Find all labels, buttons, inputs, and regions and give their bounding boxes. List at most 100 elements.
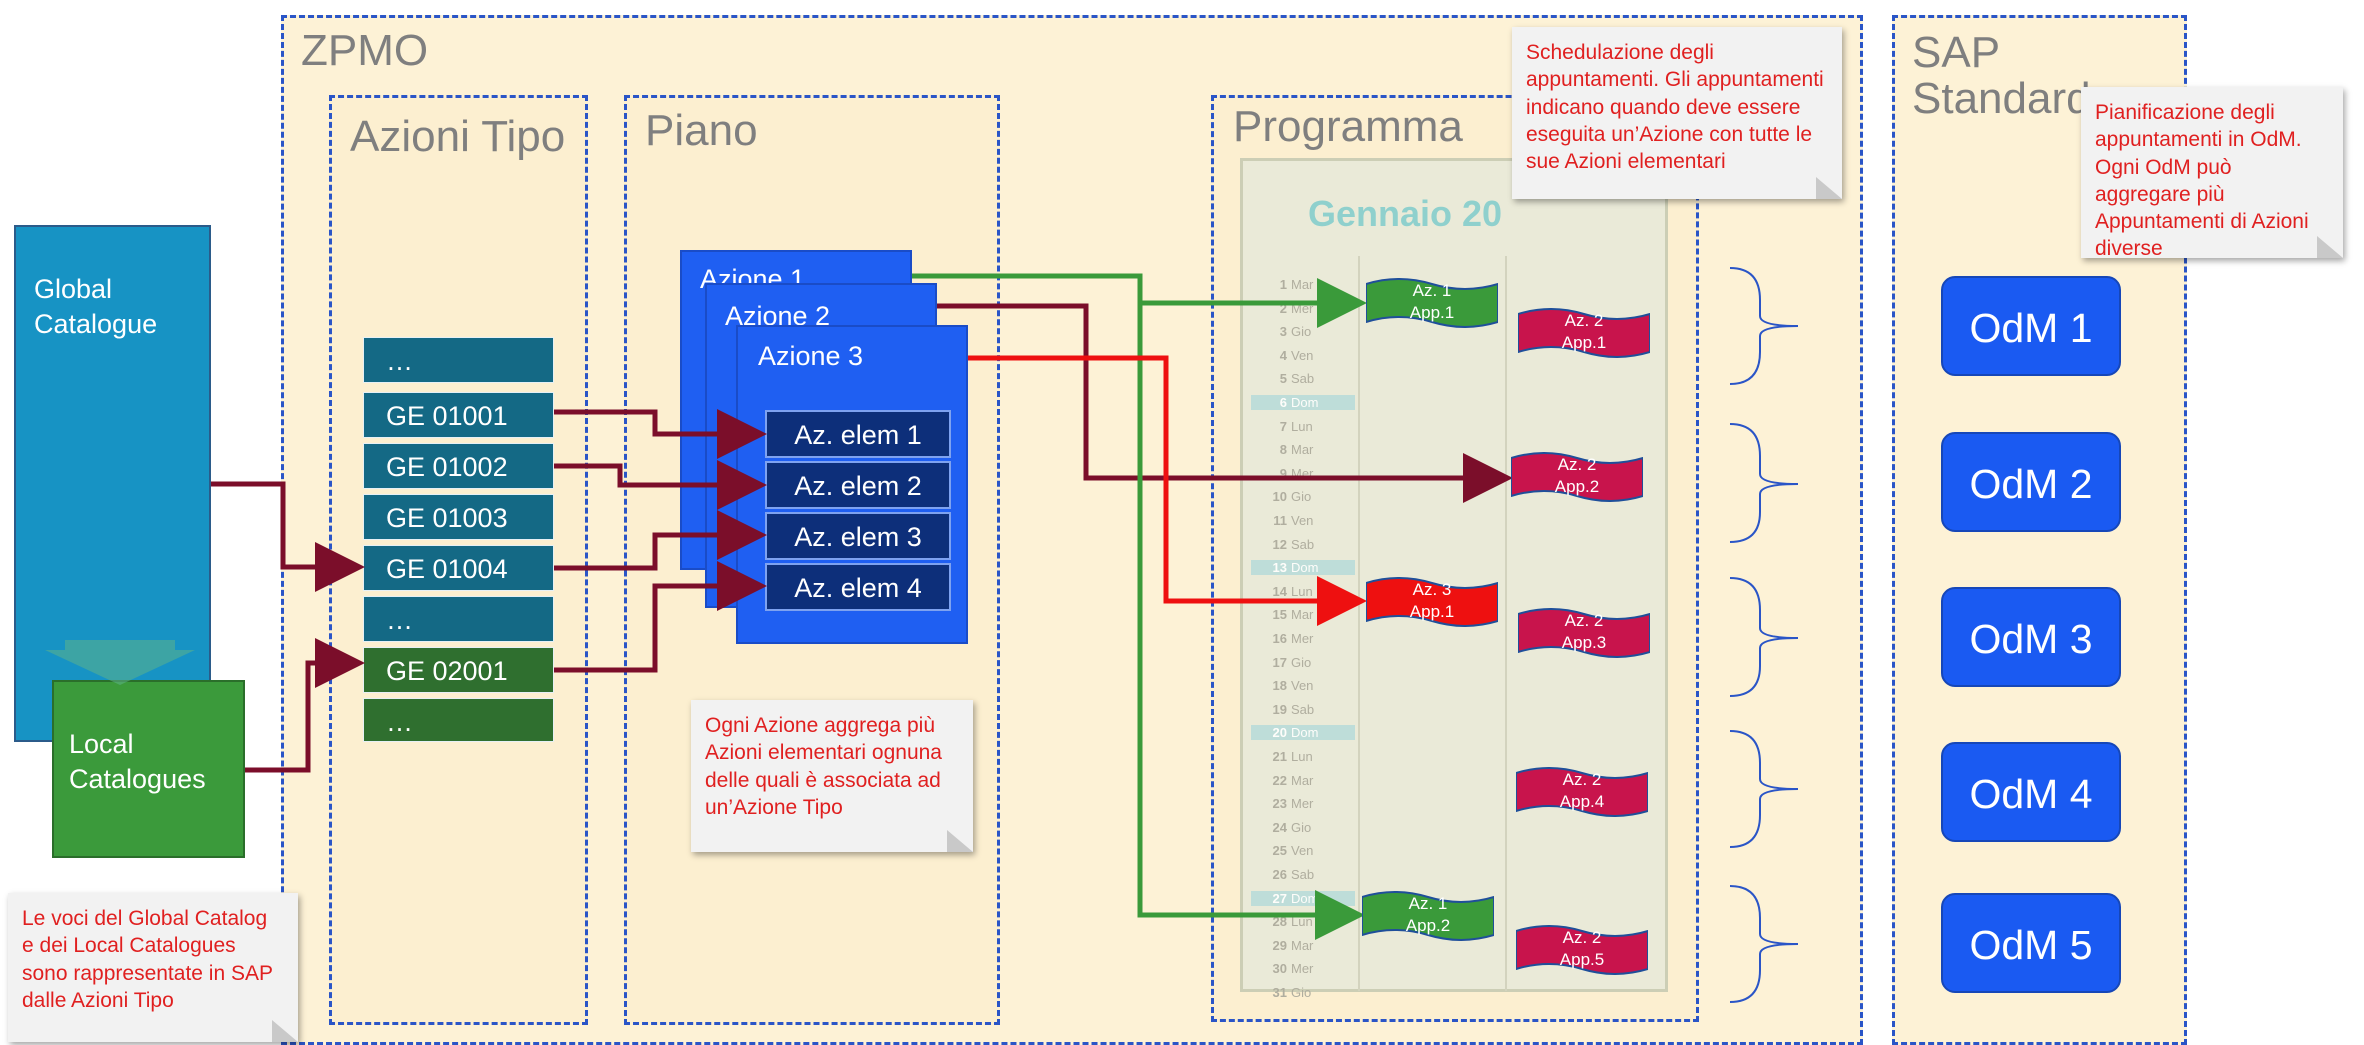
calendar-day-name: Dom (1291, 890, 1319, 906)
arrow-azione3-to-az3-app1 (968, 355, 1367, 626)
calendar-day-number: 11 (1273, 513, 1287, 528)
odm-4-box: OdM 4 (1941, 742, 2121, 842)
local-catalogues-line2: Catalogues (69, 764, 206, 795)
calendar-day-number: 9 (1279, 465, 1287, 481)
ge-item-01001: GE 01001 (363, 392, 554, 438)
note-voci: Le voci del Global Catalog e dei Local C… (8, 893, 298, 1042)
global-catalogue-line1: Global (34, 274, 113, 304)
local-catalogues-box: Local Catalogues (52, 680, 245, 858)
flag-shape (1518, 308, 1650, 358)
calendar-day-name: Mer (1291, 796, 1314, 812)
flag-shape (1516, 925, 1648, 975)
note-schedulazione-text: Schedulazione degli appuntamenti. Gli ap… (1526, 41, 1824, 174)
calendar-day-name: Ven (1291, 678, 1314, 694)
note-aggrega: Ogni Azione aggrega più Azioni elementar… (691, 700, 973, 852)
az-elem-2: Az. elem 2 (765, 461, 951, 509)
az-elem-3: Az. elem 3 (765, 512, 951, 560)
calendar-day-number: 10 (1272, 489, 1287, 505)
brace-odm2 (1729, 423, 1799, 543)
calendar-day-number: 23 (1272, 796, 1287, 812)
calendar-day-number: 16 (1272, 631, 1287, 646)
note-fold (1816, 177, 1842, 199)
ge-item-01003: GE 01003 (363, 494, 554, 540)
calendar-day-name: Lun (1291, 583, 1313, 599)
calendar-day-name: Ven (1291, 843, 1314, 859)
calendar-day-name: Gio (1291, 654, 1312, 670)
note-fold (947, 830, 973, 852)
ge-item: … (363, 596, 554, 642)
flag-shape (1362, 891, 1494, 941)
calendar-day-number: 12 (1272, 536, 1287, 552)
arrow-ge01001-to-elem1 (554, 409, 767, 459)
calendar-day-name: Sab (1291, 536, 1315, 552)
calendar-day-number: 26 (1272, 867, 1287, 882)
calendar-day-number: 21 (1272, 749, 1287, 764)
arrow-ge01002-to-elem2 (554, 460, 767, 510)
azione-3-label: Azione 3 (758, 341, 864, 371)
programma-title: Programma (1233, 102, 1463, 151)
calendar-day-name: Mar (1291, 772, 1314, 788)
calendar-day-number: 8 (1279, 442, 1287, 458)
calendar-day-name: Gio (1291, 489, 1312, 505)
flag-shape (1511, 452, 1643, 502)
flag-shape (1516, 767, 1648, 817)
calendar-day-number: 31 (1272, 985, 1287, 1000)
calendar-day-name: Mer (1291, 961, 1314, 977)
calendar-day-number: 29 (1272, 937, 1287, 953)
calendar-day-name: Gio (1291, 324, 1312, 340)
arrow-azione2-to-app2 (937, 303, 1513, 503)
calendar-day-name: Lun (1291, 914, 1313, 930)
calendar-day-number: 18 (1272, 678, 1287, 694)
calendar-day-name: Sab (1291, 371, 1315, 387)
flag-shape (1366, 577, 1498, 627)
calendar-divider (1505, 256, 1507, 991)
calendar-day-name: Lun (1291, 749, 1313, 764)
arrow-local-to-ge02001 (245, 638, 365, 773)
calendar-day-name: Sab (1291, 701, 1315, 717)
arrow-ge01004-to-elem3 (554, 510, 767, 571)
zpmo-title: ZPMO (301, 26, 429, 75)
odm-5-box: OdM 5 (1941, 893, 2121, 993)
calendar-day-number: 30 (1272, 961, 1287, 977)
calendar-day-name: Gio (1291, 985, 1312, 1000)
note-schedulazione: Schedulazione degli appuntamenti. Gli ap… (1512, 27, 1842, 199)
az-elem-1: Az. elem 1 (765, 410, 951, 458)
calendar-day-number: 5 (1279, 371, 1287, 387)
calendar-day-row: 31 Gio (1251, 985, 1355, 1000)
odm-1-box: OdM 1 (1941, 276, 2121, 376)
global-catalogue-label: Global Catalogue (34, 272, 157, 342)
calendar-day-name: Mar (1291, 277, 1314, 292)
brace-odm3 (1729, 577, 1799, 697)
az-elem-4: Az. elem 4 (765, 563, 951, 611)
calendar-day-name: Sab (1291, 867, 1315, 882)
calendar-day-name: Ven (1291, 513, 1314, 528)
note-aggrega-text: Ogni Azione aggrega più Azioni elementar… (705, 714, 942, 819)
calendar-day-name: Ven (1291, 347, 1314, 363)
calendar-day-number: 27 (1272, 890, 1287, 906)
calendar-day-number: 4 (1279, 347, 1287, 363)
